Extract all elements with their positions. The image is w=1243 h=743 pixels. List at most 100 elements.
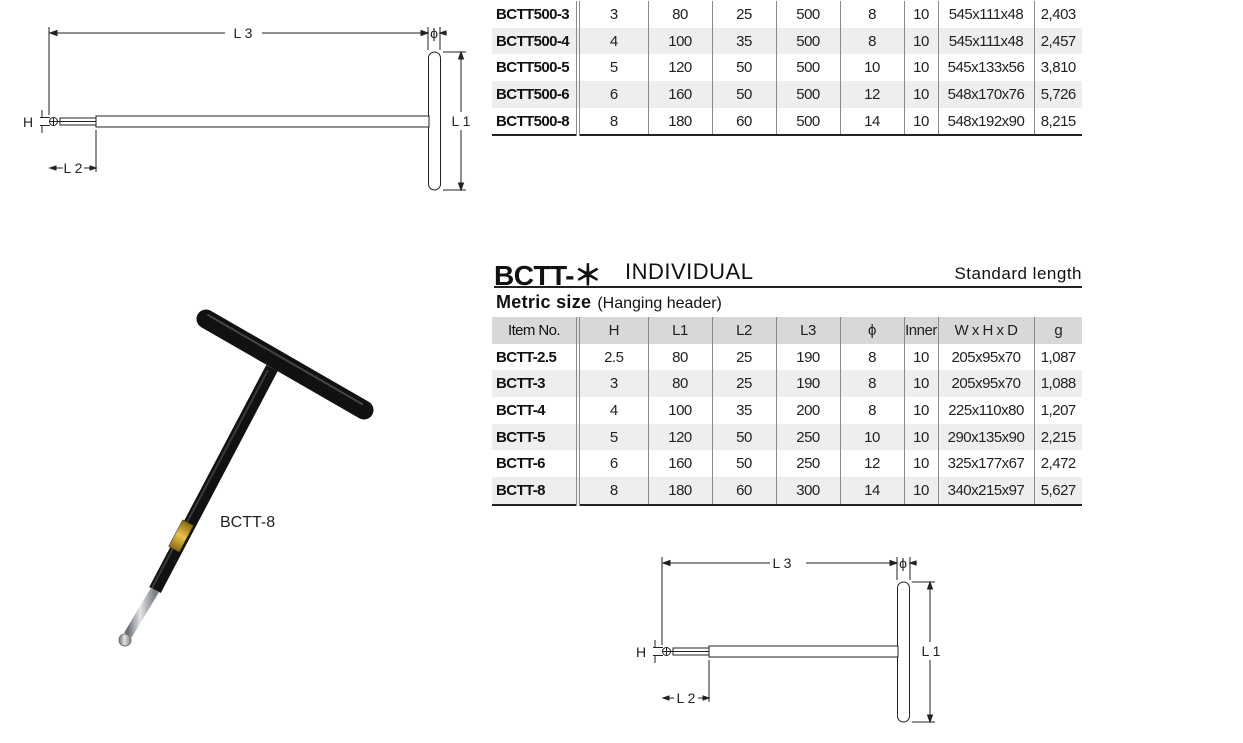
table-cell: 8,215: [1033, 107, 1082, 137]
table-cell: 80: [647, 1, 712, 28]
table-cell: 1,087: [1033, 343, 1082, 371]
table-cell: 60: [711, 477, 776, 506]
table-cell: 14: [839, 107, 904, 137]
table-cell: 548x192x90: [937, 107, 1034, 137]
column-header: Inner: [903, 317, 938, 344]
item-number-cell: BCTT-8: [492, 477, 578, 506]
table-cell: 10: [903, 27, 938, 55]
photo-caption: BCTT-8: [220, 514, 276, 531]
table-cell: 1,207: [1033, 397, 1082, 424]
table-cell: 10: [903, 54, 938, 82]
column-header: L3: [775, 317, 840, 344]
subsection-title: Metric size(Hanging header): [496, 292, 722, 313]
table-cell: 190: [775, 343, 840, 371]
table-cell: 2,472: [1033, 450, 1082, 478]
column-header: g: [1033, 317, 1082, 344]
table-cell: 3: [576, 370, 648, 398]
table-cell: 8: [576, 107, 648, 137]
item-number-cell: BCTT-2.5: [496, 348, 557, 366]
table-cell: 160: [647, 81, 712, 108]
table-cell: 5: [576, 423, 648, 451]
h-label: H: [23, 114, 33, 130]
table-cell: 325x177x67: [937, 450, 1034, 478]
table-cell: 10: [903, 343, 938, 371]
phi-label: ϕ: [430, 25, 438, 41]
table-cell: 10: [903, 477, 938, 506]
table-cell: 4: [576, 397, 648, 424]
phi-label: ϕ: [899, 555, 907, 571]
table-cell: 225x110x80: [937, 397, 1034, 424]
table-cell: 3,810: [1033, 54, 1082, 82]
l2-label: L 2: [677, 690, 696, 706]
table-cell: 10: [903, 450, 938, 478]
h-label: H: [636, 644, 646, 660]
table-cell: 200: [775, 397, 840, 424]
table-cell: 50: [711, 54, 776, 82]
item-number-cell: BCTT500-4: [492, 27, 578, 55]
table-cell: 14: [839, 477, 904, 506]
table-cell: 500: [775, 54, 840, 82]
table-cell: 4: [576, 27, 648, 55]
table-cell: 2,457: [1033, 27, 1082, 55]
table-cell: 500: [775, 27, 840, 55]
item-number-cell: BCTT500-5: [496, 59, 570, 77]
table-cell: 500: [775, 81, 840, 108]
table-cell: 3: [576, 1, 648, 28]
table-cell: 120: [647, 54, 712, 82]
table-cell: 548x170x76: [937, 81, 1034, 108]
table-cell: 500: [775, 107, 840, 137]
table-cell: 340x215x97: [937, 477, 1034, 506]
item-number-cell: BCTT500-3: [496, 5, 570, 23]
item-number-cell: BCTT-6: [496, 455, 546, 473]
item-number-cell: BCTT-3: [492, 370, 578, 398]
table-cell: 60: [711, 107, 776, 137]
t-handle-wrench-photo: [118, 309, 374, 647]
standard-length-label: Standard length: [954, 264, 1082, 283]
l3-label: L 3: [234, 25, 253, 41]
table-cell: 290x135x90: [937, 423, 1034, 451]
table-cell: 5,726: [1033, 81, 1082, 108]
table-cell: 2,215: [1033, 423, 1082, 451]
table-cell: 10: [903, 423, 938, 451]
table-cell: 8: [839, 370, 904, 398]
column-header: L2: [711, 317, 776, 344]
table-cell: 190: [775, 370, 840, 398]
table-cell: 250: [775, 423, 840, 451]
table-cell: 12: [839, 81, 904, 108]
column-header: ϕ: [839, 317, 904, 344]
table-cell: 8: [839, 1, 904, 28]
table-cell: 50: [711, 450, 776, 478]
table-cell: 10: [839, 423, 904, 451]
table-cell: 205x95x70: [937, 343, 1034, 371]
table-cell: 10: [903, 107, 938, 137]
table-cell: 545x111x48: [937, 27, 1034, 55]
table-cell: 545x111x48: [937, 1, 1034, 28]
table-cell: 180: [647, 107, 712, 137]
table-cell: 1,088: [1033, 370, 1082, 398]
section-name: INDIVIDUAL: [625, 259, 754, 284]
table-cell: 80: [647, 343, 712, 371]
table-cell: 35: [711, 397, 776, 424]
table-cell: 25: [711, 370, 776, 398]
column-header: L1: [647, 317, 712, 344]
table-cell: 25: [711, 1, 776, 28]
column-header: H: [576, 317, 648, 344]
table-cell: 160: [647, 450, 712, 478]
l1-label: L 1: [452, 113, 471, 129]
hanging-header-label: (Hanging header): [597, 295, 722, 312]
table-cell: 10: [839, 54, 904, 82]
table-cell: 250: [775, 450, 840, 478]
table-cell: 6: [576, 81, 648, 108]
table-cell: 8: [839, 343, 904, 371]
table-cell: 180: [647, 477, 712, 506]
item-number-cell: BCTT-4: [496, 401, 546, 419]
